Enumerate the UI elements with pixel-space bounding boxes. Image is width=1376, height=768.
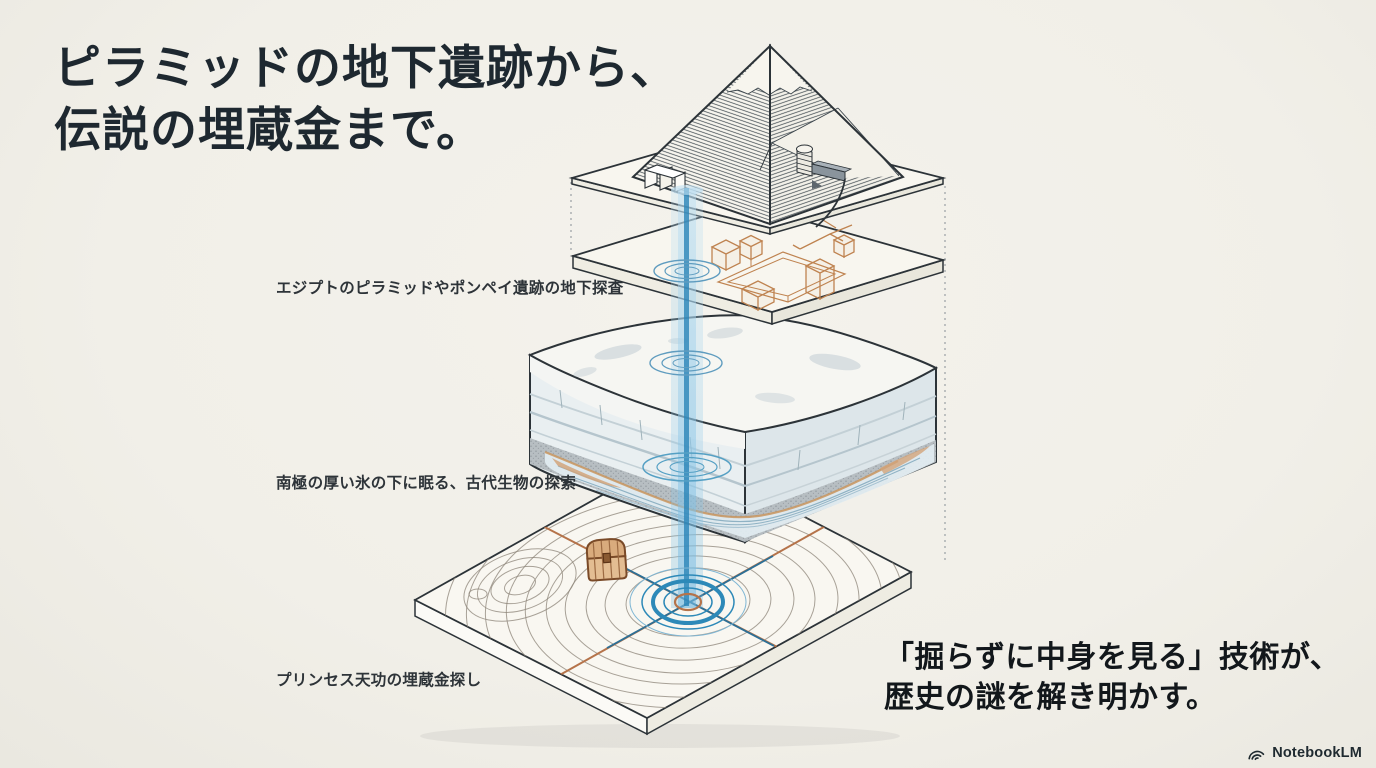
- pyramid-interior: [759, 142, 853, 228]
- scanner-device: [643, 164, 687, 193]
- treasure-chest-icon: [585, 538, 628, 582]
- tagline-line-1: 「掘らずに中身を見る」技術が、: [884, 641, 1341, 674]
- layer-label-treasure: プリンセス天功の埋蔵金探し: [276, 672, 482, 689]
- title-line-2: 伝説の埋蔵金まで。: [54, 105, 485, 158]
- ripple-ice-top: [649, 350, 723, 376]
- tagline-line-2: 歴史の謎を解き明かす。: [884, 680, 1217, 714]
- brand-footer: NotebookLM: [1247, 745, 1362, 761]
- notebooklm-arcs-icon: [1248, 750, 1265, 760]
- pyramid-layer: [568, 43, 947, 235]
- tagline: 「掘らずに中身を見る」技術が、 歴史の謎を解き明かす。: [884, 638, 1340, 717]
- target-rings: [629, 567, 747, 637]
- contour-dot: [468, 588, 488, 600]
- ice-slab: [527, 314, 939, 544]
- scan-beam: [671, 185, 703, 608]
- brand-name: NotebookLM: [1272, 745, 1362, 761]
- ripple-lake: [642, 452, 732, 482]
- ruins-wireframe: [710, 219, 856, 312]
- snow-patches: [573, 327, 861, 404]
- ripple-ruins: [653, 259, 721, 283]
- layer-label-ruins: エジプトのピラミッドやポンペイ遺跡の地下探査: [276, 280, 624, 297]
- dashed-guide-lines: [570, 182, 946, 560]
- subglacial-lake: [544, 444, 934, 538]
- title-line-1: ピラミッドの地下遺跡から、: [54, 43, 678, 95]
- page-title: ピラミッドの地下遺跡から、 伝説の埋蔵金まで。: [54, 38, 678, 162]
- ruin-cube: [710, 234, 856, 312]
- contour-hill: [463, 548, 577, 622]
- layer-label-ice: 南極の厚い氷の下に眠る、古代生物の探索: [276, 475, 577, 492]
- ripple-rings: [629, 259, 747, 637]
